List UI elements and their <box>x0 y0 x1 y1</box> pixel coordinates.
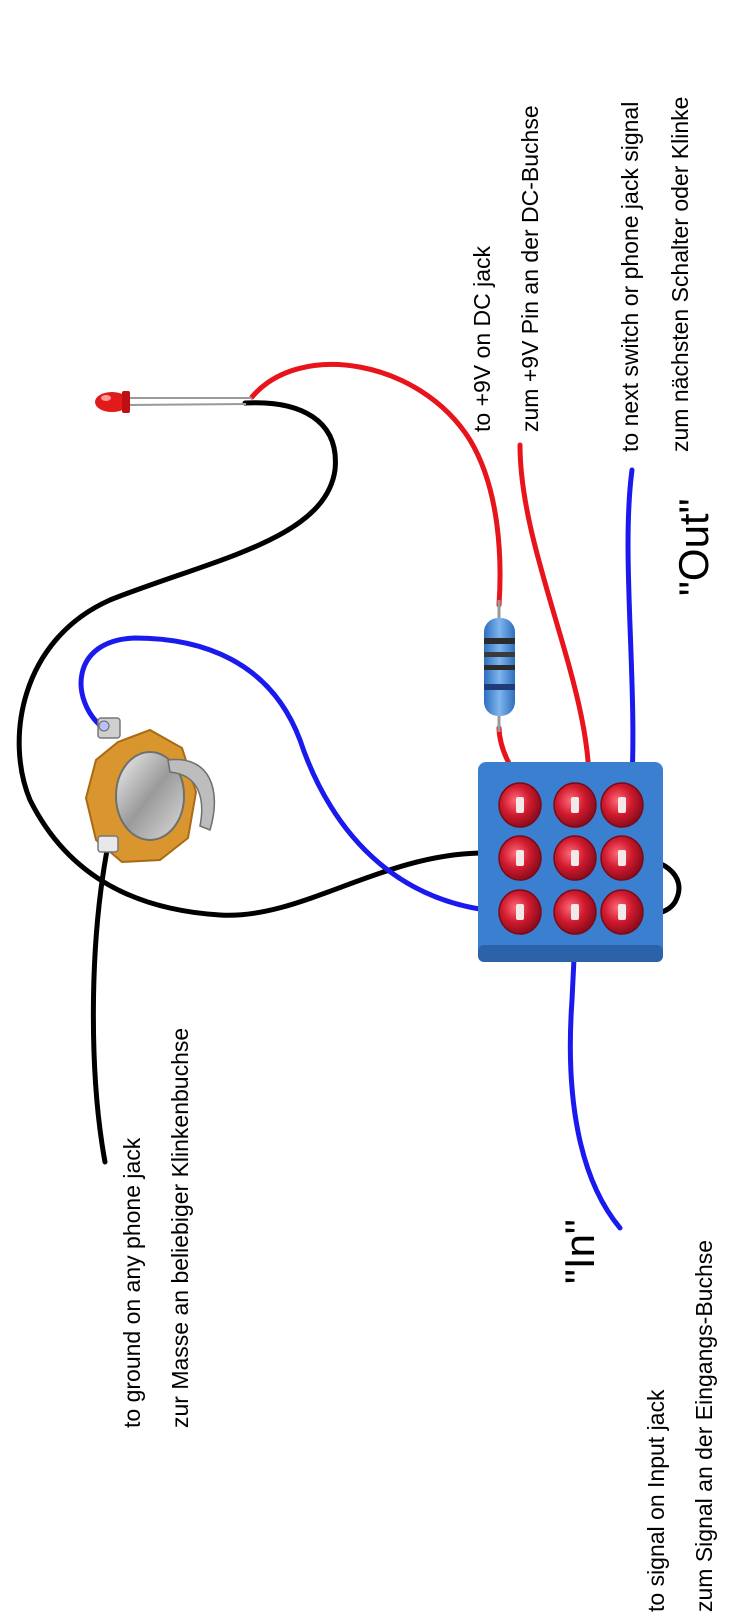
footswitch <box>478 762 663 962</box>
label-in-de: zum Signal an der Eingangs-Buchse <box>691 1240 717 1612</box>
switch-body-shade <box>478 945 663 962</box>
label-ground-de: zur Masse an beliebiger Klinkenbuchse <box>167 1028 193 1428</box>
label-out-tag: "Out" <box>670 498 717 596</box>
solder-pads <box>498 782 644 935</box>
pad-lug-r2c3 <box>618 850 626 866</box>
pad-lug-r3c1 <box>516 904 524 920</box>
pad-lug-r3c2 <box>571 904 579 920</box>
pad-lug-r1c2 <box>571 797 579 813</box>
resistor-band-3 <box>484 665 515 670</box>
resistor-band-4 <box>484 684 515 690</box>
pad-lug-r2c1 <box>516 850 524 866</box>
pad-lug-r1c3 <box>618 797 626 813</box>
label-in-en: to signal on Input jack <box>643 1389 669 1612</box>
pad-lug-r3c3 <box>618 904 626 920</box>
pad-lug-r1c1 <box>516 797 524 813</box>
pad-lug-r2c2 <box>571 850 579 866</box>
red-wire-led-to-resistor <box>249 361 503 608</box>
jack-sleeve-lug <box>97 835 119 853</box>
black-wire-led-to-switch <box>16 400 543 918</box>
label-ground-en: to ground on any phone jack <box>119 1137 145 1428</box>
resistor-band-2 <box>484 652 515 657</box>
resistor <box>484 600 515 732</box>
led-rim <box>122 391 130 413</box>
blue-wire-input <box>567 915 623 1231</box>
jack-barrel <box>115 751 185 841</box>
resistor-band-1 <box>484 638 515 644</box>
led-highlight <box>101 395 111 401</box>
jack-tip-solder <box>98 720 110 732</box>
jack-spring-contact <box>167 758 216 832</box>
blue-wire-jack-to-switch <box>78 635 543 915</box>
label-out-de: zum nächsten Schalter oder Klinke <box>667 97 693 452</box>
black-wire-to-ground <box>90 842 111 1165</box>
led-lead-2 <box>127 403 247 406</box>
label-dc-de: zum +9V Pin an der DC-Buchse <box>517 105 543 432</box>
led <box>95 391 252 413</box>
red-wire-to-dc-jack <box>517 442 592 811</box>
label-in-tag: "In" <box>556 1219 603 1284</box>
label-dc-en: to +9V on DC jack <box>469 245 495 432</box>
labels: to +9V on DC jack zum +9V Pin an der DC-… <box>119 97 717 1612</box>
label-out-en: to next switch or phone jack signal <box>617 102 643 452</box>
phone-jack <box>84 717 216 864</box>
